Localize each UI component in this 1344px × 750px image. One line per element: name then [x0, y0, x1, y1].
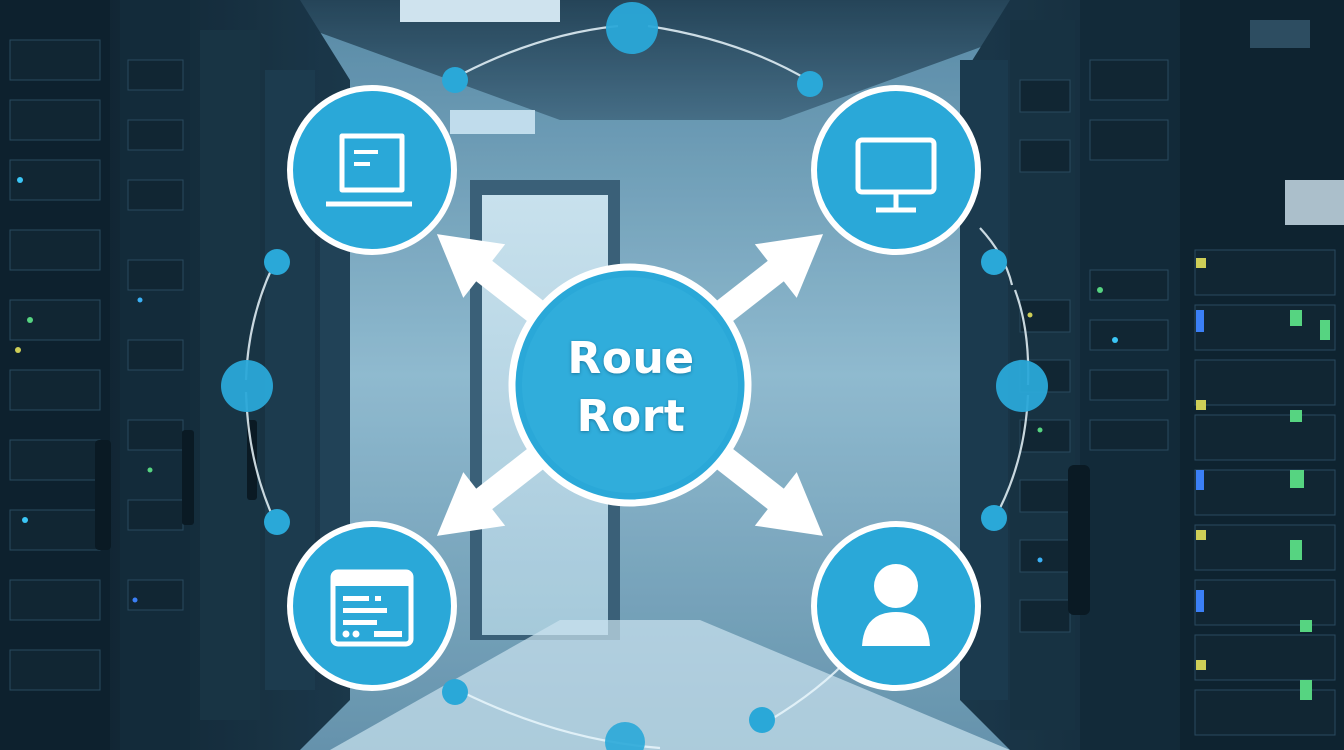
- user-node: [811, 521, 981, 691]
- user-icon: [862, 564, 930, 646]
- laptop-node: [287, 85, 457, 255]
- laptop-icon: [326, 133, 412, 207]
- monitor-node: [811, 85, 981, 255]
- center-label-line1: Roue: [567, 333, 695, 384]
- center-node-label: Roue Rort: [513, 330, 749, 446]
- server-panel-icon: [330, 569, 414, 647]
- center-node: [508, 263, 752, 507]
- monitor-icon: [855, 137, 937, 213]
- server-panel-node: [287, 521, 457, 691]
- orbit-dots: [221, 2, 1048, 750]
- center-label-line2: Rort: [576, 391, 686, 442]
